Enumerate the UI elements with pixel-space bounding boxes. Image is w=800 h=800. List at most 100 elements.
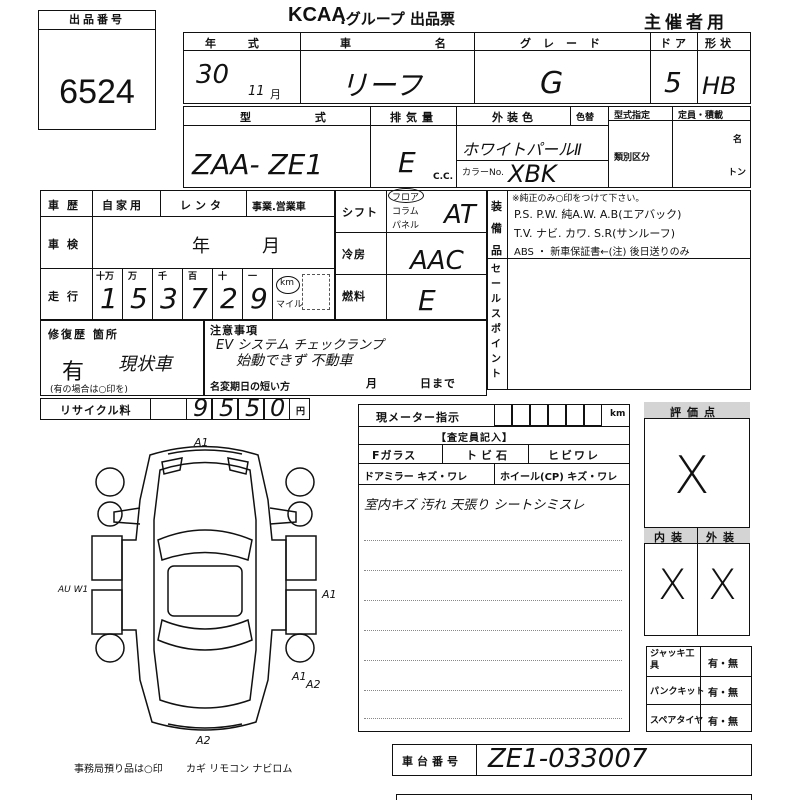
diagram-mark: A1: [291, 670, 307, 683]
recycle-unit: 円: [296, 407, 306, 417]
lot-number-box: 出品番号 6524: [38, 10, 156, 130]
digit-header-100k: 十万: [96, 272, 115, 282]
name-label: 車 名: [340, 37, 486, 50]
capacity-label: 定員・積載: [678, 111, 724, 121]
digit-header-10k: 万: [128, 272, 138, 282]
grade-label: グレード: [520, 37, 612, 50]
capacity-unit-ton: トン: [728, 168, 747, 178]
lot-number: 6524: [59, 73, 135, 111]
mileage-label: 走行: [48, 290, 86, 303]
history-block: [40, 190, 335, 320]
vehicle-row-1: [183, 32, 751, 104]
lot-number-label: 出品番号: [39, 11, 155, 30]
body-label: 形状: [705, 37, 735, 50]
history-option-rental[interactable]: レンタ: [180, 199, 225, 212]
month-unit: 月: [270, 88, 281, 101]
wheel-label: ホイール(CP) キズ・ワレ: [500, 472, 618, 483]
puncture-kit-value[interactable]: 有・無: [708, 688, 738, 699]
shift-floor-circle: [388, 188, 424, 203]
chassis-row: [392, 744, 752, 776]
year-value: 30: [196, 60, 230, 90]
history-option-private[interactable]: 自家用: [102, 199, 144, 212]
vehicle-row-2: [183, 106, 751, 188]
meter-unit: km: [610, 409, 626, 419]
notes-day-unit: 日まで: [420, 377, 456, 390]
chassis-value: ZE1-033007: [488, 744, 648, 774]
cc-unit: C.C.: [433, 172, 454, 182]
mileage-grid: 十万 万 千 百 十 一 1 5 3 7 2 9: [92, 268, 273, 320]
spare-tire-label: スペアタイヤ: [650, 716, 704, 726]
km-circle: [276, 276, 300, 294]
inspection-label: 車検: [48, 238, 86, 251]
mirror-label: ドアミラー キズ・ワレ: [364, 472, 468, 483]
shift-label: シフト: [342, 206, 378, 219]
glass-label: Fガラス: [372, 449, 417, 462]
grade-value: G: [540, 66, 564, 101]
digit-header-100: 百: [188, 272, 198, 282]
recycle-label: リサイクル料: [60, 404, 132, 417]
exterior-color-label: 外装色: [492, 111, 537, 124]
history-option-business[interactable]: 事業.営業車: [252, 202, 306, 213]
type-designation-label: 型式指定: [614, 111, 651, 121]
sales-point-text: セールスポイント: [491, 264, 501, 380]
model-label: 型 式: [240, 111, 356, 124]
diagram-mark: A2: [305, 678, 321, 691]
ac-label: 冷房: [342, 248, 366, 261]
equipment-label: 装備品: [491, 196, 505, 262]
shift-option-panel[interactable]: パネル: [392, 221, 420, 231]
crack-label: ヒビワレ: [548, 449, 600, 462]
recycle-digit: 9: [193, 394, 209, 422]
exterior-color-value: ホワイトパールⅡ: [462, 140, 582, 159]
displacement-label: 排気量: [390, 111, 438, 124]
office-note: 事務局預り品は○印: [74, 764, 163, 775]
color-change-label: 色替: [576, 113, 595, 123]
exterior-value: X: [708, 560, 737, 609]
chip-label: トビ石: [466, 449, 511, 462]
mile-label[interactable]: マイル: [276, 300, 304, 310]
diagram-side-mark: AU W1: [57, 585, 88, 595]
notes-month-unit: 月: [366, 377, 378, 390]
repair-value: 有: [62, 360, 85, 385]
mileage-digit: 7: [190, 282, 208, 315]
doors-label: ドア: [660, 37, 690, 50]
repair-note: (有の場合は○印を): [50, 385, 128, 395]
spare-tire-value[interactable]: 有・無: [708, 717, 738, 728]
jack-value[interactable]: 有・無: [708, 659, 738, 670]
ac-value: AAC: [410, 246, 464, 276]
brand-logo: KCAA: [288, 4, 346, 26]
fuel-value: E: [418, 284, 436, 317]
inspector-section-label: 【査定員記入】: [436, 433, 513, 444]
diagram-mark: A1: [321, 588, 337, 601]
meter-label: 現メーター指示: [376, 411, 460, 424]
sheet-title: .グループ 出品票: [340, 10, 456, 28]
name-change-label: 名変期日の短い方: [210, 382, 290, 393]
digit-header-1k: 千: [158, 272, 168, 282]
km-label[interactable]: km: [280, 278, 294, 288]
body-value: HB: [702, 72, 737, 100]
digit-header-10: 十: [218, 272, 228, 282]
model-value: ZAA- ZE1: [192, 148, 324, 181]
accessories-block: [646, 646, 752, 732]
inspector-comment: 室内キズ 汚れ 天張り シートシミスレ: [364, 498, 585, 513]
score-label: 評価点: [670, 406, 721, 419]
mileage-digit: 9: [250, 282, 268, 315]
mileage-digit: 1: [100, 282, 118, 315]
notes-line-1: EV システム チェックランプ: [216, 338, 384, 353]
shift-option-column[interactable]: コラム: [392, 207, 419, 217]
capacity-unit-people: 名: [733, 135, 743, 145]
fuel-label: 燃料: [342, 290, 366, 303]
repair-block: [40, 320, 204, 396]
mileage-digit: 3: [160, 282, 178, 315]
name-value: リーフ: [340, 69, 423, 102]
diagram-mark: A1: [193, 436, 209, 449]
inspection-year-unit: 年: [192, 236, 210, 257]
jack-label: ジャッキ工具: [650, 649, 695, 671]
displacement-value: E: [398, 146, 416, 179]
repair-label: 修復歴 箇所: [48, 328, 119, 341]
equipment-line-3: ABS ・ 新車保証書←(注) 後日送りのみ: [514, 247, 690, 258]
score-value: X: [674, 446, 710, 506]
notes-block: [204, 320, 487, 396]
shift-value: AT: [444, 200, 476, 230]
office-items: カギ リモコン ナビロム: [186, 764, 293, 775]
equipment-note: ※純正のみ○印をつけて下さい。: [512, 194, 645, 204]
